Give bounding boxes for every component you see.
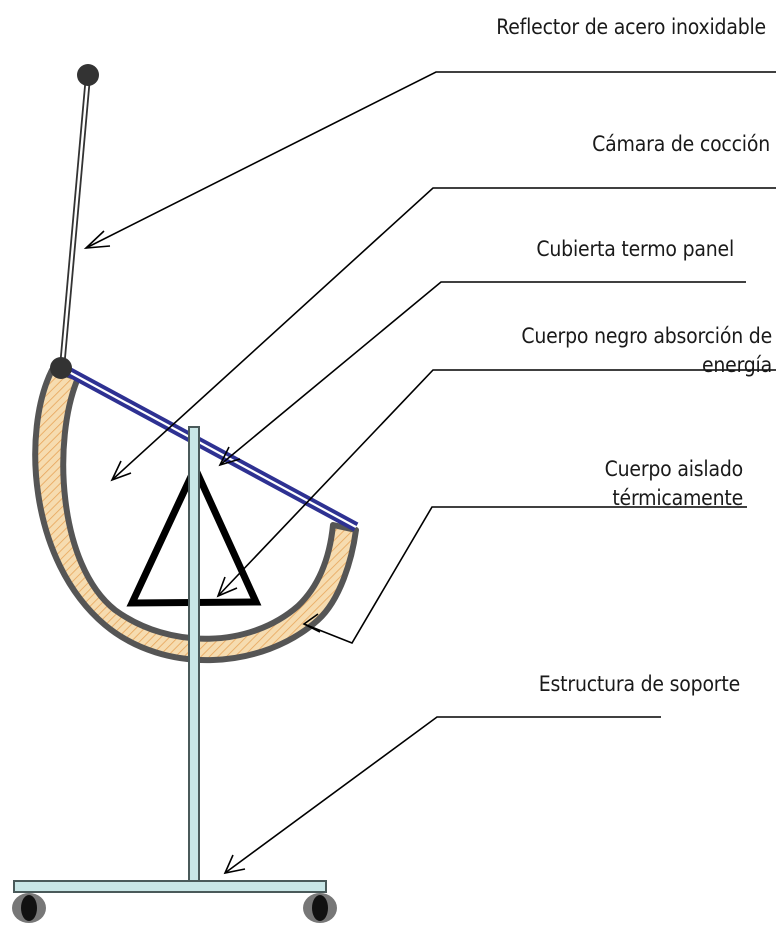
label-insulated-line2: térmicamente [612, 486, 743, 510]
glass-cover [55, 361, 359, 532]
label-absorber-line2: energía [701, 353, 772, 377]
hinge-knob [50, 357, 72, 379]
leader-absorber [216, 369, 776, 598]
leader-reflector [83, 71, 776, 249]
label-support: Estructura de soporte [538, 672, 740, 696]
wheel-left [12, 893, 46, 923]
insulated-shell [32, 367, 359, 663]
support-base [13, 880, 327, 893]
leader-cover [218, 281, 746, 467]
label-insulated: Cuerpo aislado térmicamente [604, 455, 744, 513]
label-absorber-line1: Cuerpo negro absorción de [521, 324, 772, 348]
label-insulated-line1: Cuerpo aislado [604, 457, 744, 481]
label-reflector: Reflector de acero inoxidable [496, 15, 766, 39]
leader-insulated [302, 506, 747, 644]
reflector-knob [77, 64, 99, 86]
reflector-rod [59, 75, 91, 369]
label-absorber: Cuerpo negro absorción de energía [521, 322, 772, 380]
support-pole [188, 426, 200, 884]
leader-support [223, 716, 661, 875]
wheel-right [303, 893, 337, 923]
label-chamber: Cámara de cocción [592, 132, 770, 156]
leader-chamber [110, 187, 776, 482]
label-cover: Cubierta termo panel [536, 237, 734, 261]
